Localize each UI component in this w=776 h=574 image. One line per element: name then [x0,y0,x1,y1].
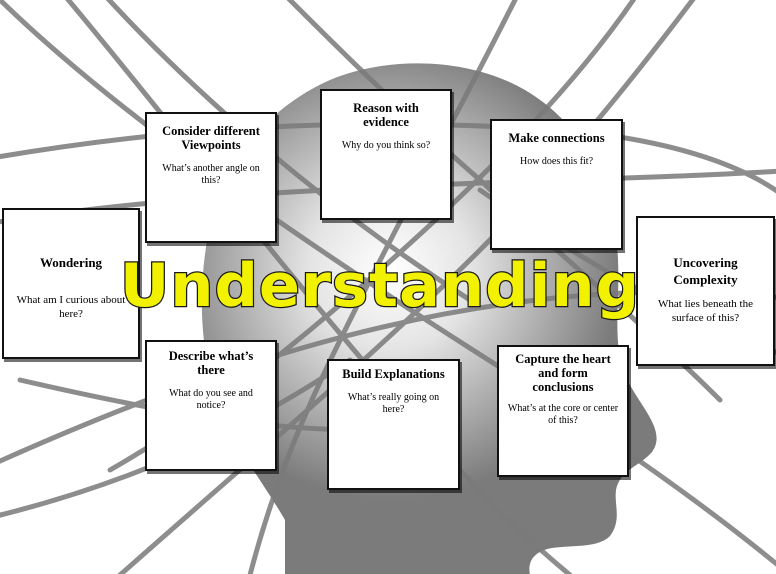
card-prompt: What’s at the core or center of this? [507,403,619,426]
card-consider-viewpoints: Consider different Viewpoints What’s ano… [145,112,277,243]
card-title: Capture the heart and form conclusions [515,352,611,394]
card-prompt: What’s really going on here? [347,392,440,415]
card-prompt: What am I curious about here? [16,294,126,320]
card-wondering: Wondering What am I curious about here? [2,208,140,359]
card-prompt: What lies beneath the surface of this? [658,298,753,324]
card-prompt: How does this fit? [519,156,594,167]
card-prompt: What do you see and notice? [169,388,253,411]
card-uncovering-complexity: Uncovering Complexity What lies beneath … [636,216,775,366]
card-reason-evidence: Reason with evidence Why do you think so… [320,89,452,220]
card-title: Uncovering Complexity [673,255,738,287]
card-title: Wondering [39,255,103,270]
card-describe-whats-there: Describe what’s there What do you see an… [145,340,277,471]
headline-word: Understanding [120,251,640,321]
card-capture-heart: Capture the heart and form conclusions W… [497,345,629,477]
card-title: Consider different Viewpoints [162,124,260,152]
card-build-explanations: Build Explanations What’s really going o… [327,359,460,490]
card-title: Reason with evidence [353,101,419,129]
card-make-connections: Make connections How does this fit? [490,119,623,250]
card-prompt: Why do you think so? [341,140,431,151]
card-title: Build Explanations [342,367,445,381]
card-title: Describe what’s there [168,349,254,377]
card-prompt: What’s another angle on this? [162,163,260,186]
card-title: Make connections [508,131,605,145]
